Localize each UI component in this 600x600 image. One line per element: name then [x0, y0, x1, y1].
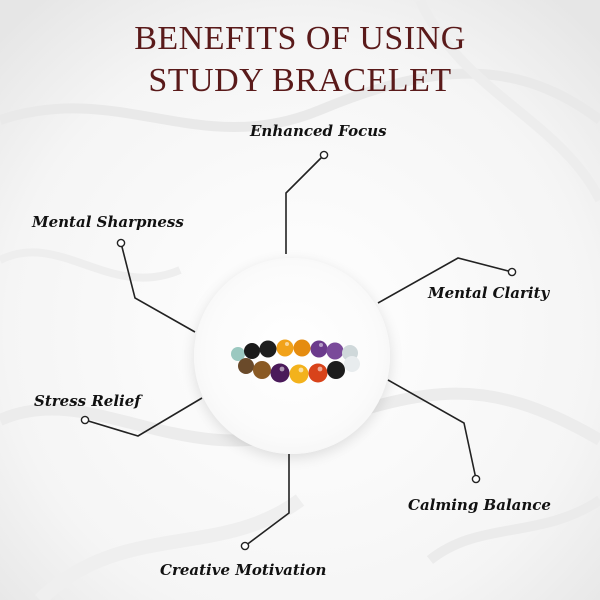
benefit-mental-sharpness: Mental Sharpness — [32, 213, 184, 231]
title-line-1: BENEFITS OF USING — [134, 20, 466, 57]
dot-mental-clarity — [507, 267, 517, 277]
benefit-enhanced-focus: Enhanced Focus — [250, 122, 387, 140]
dot-mental-sharpness — [116, 238, 126, 248]
benefit-mental-clarity: Mental Clarity — [428, 284, 550, 302]
bracelet-illustration — [231, 339, 360, 384]
connector-calming-balance — [387, 379, 477, 480]
benefit-creative-motivation: Creative Motivation — [160, 561, 327, 579]
title-line-2: STUDY BRACELET — [148, 62, 452, 99]
connector-enhanced-focus — [285, 154, 325, 254]
connector-mental-clarity — [377, 257, 513, 304]
page-title: BENEFITS OF USING STUDY BRACELET — [0, 18, 600, 102]
dot-creative-motivation — [240, 541, 250, 551]
benefit-stress-relief: Stress Relief — [34, 392, 141, 410]
connector-stress-relief — [84, 397, 203, 437]
connector-mental-sharpness — [120, 242, 196, 333]
dot-enhanced-focus — [319, 150, 329, 160]
benefit-calming-balance: Calming Balance — [408, 496, 551, 514]
connector-creative-motivation — [244, 454, 290, 547]
dot-stress-relief — [80, 415, 90, 425]
dot-calming-balance — [471, 474, 481, 484]
